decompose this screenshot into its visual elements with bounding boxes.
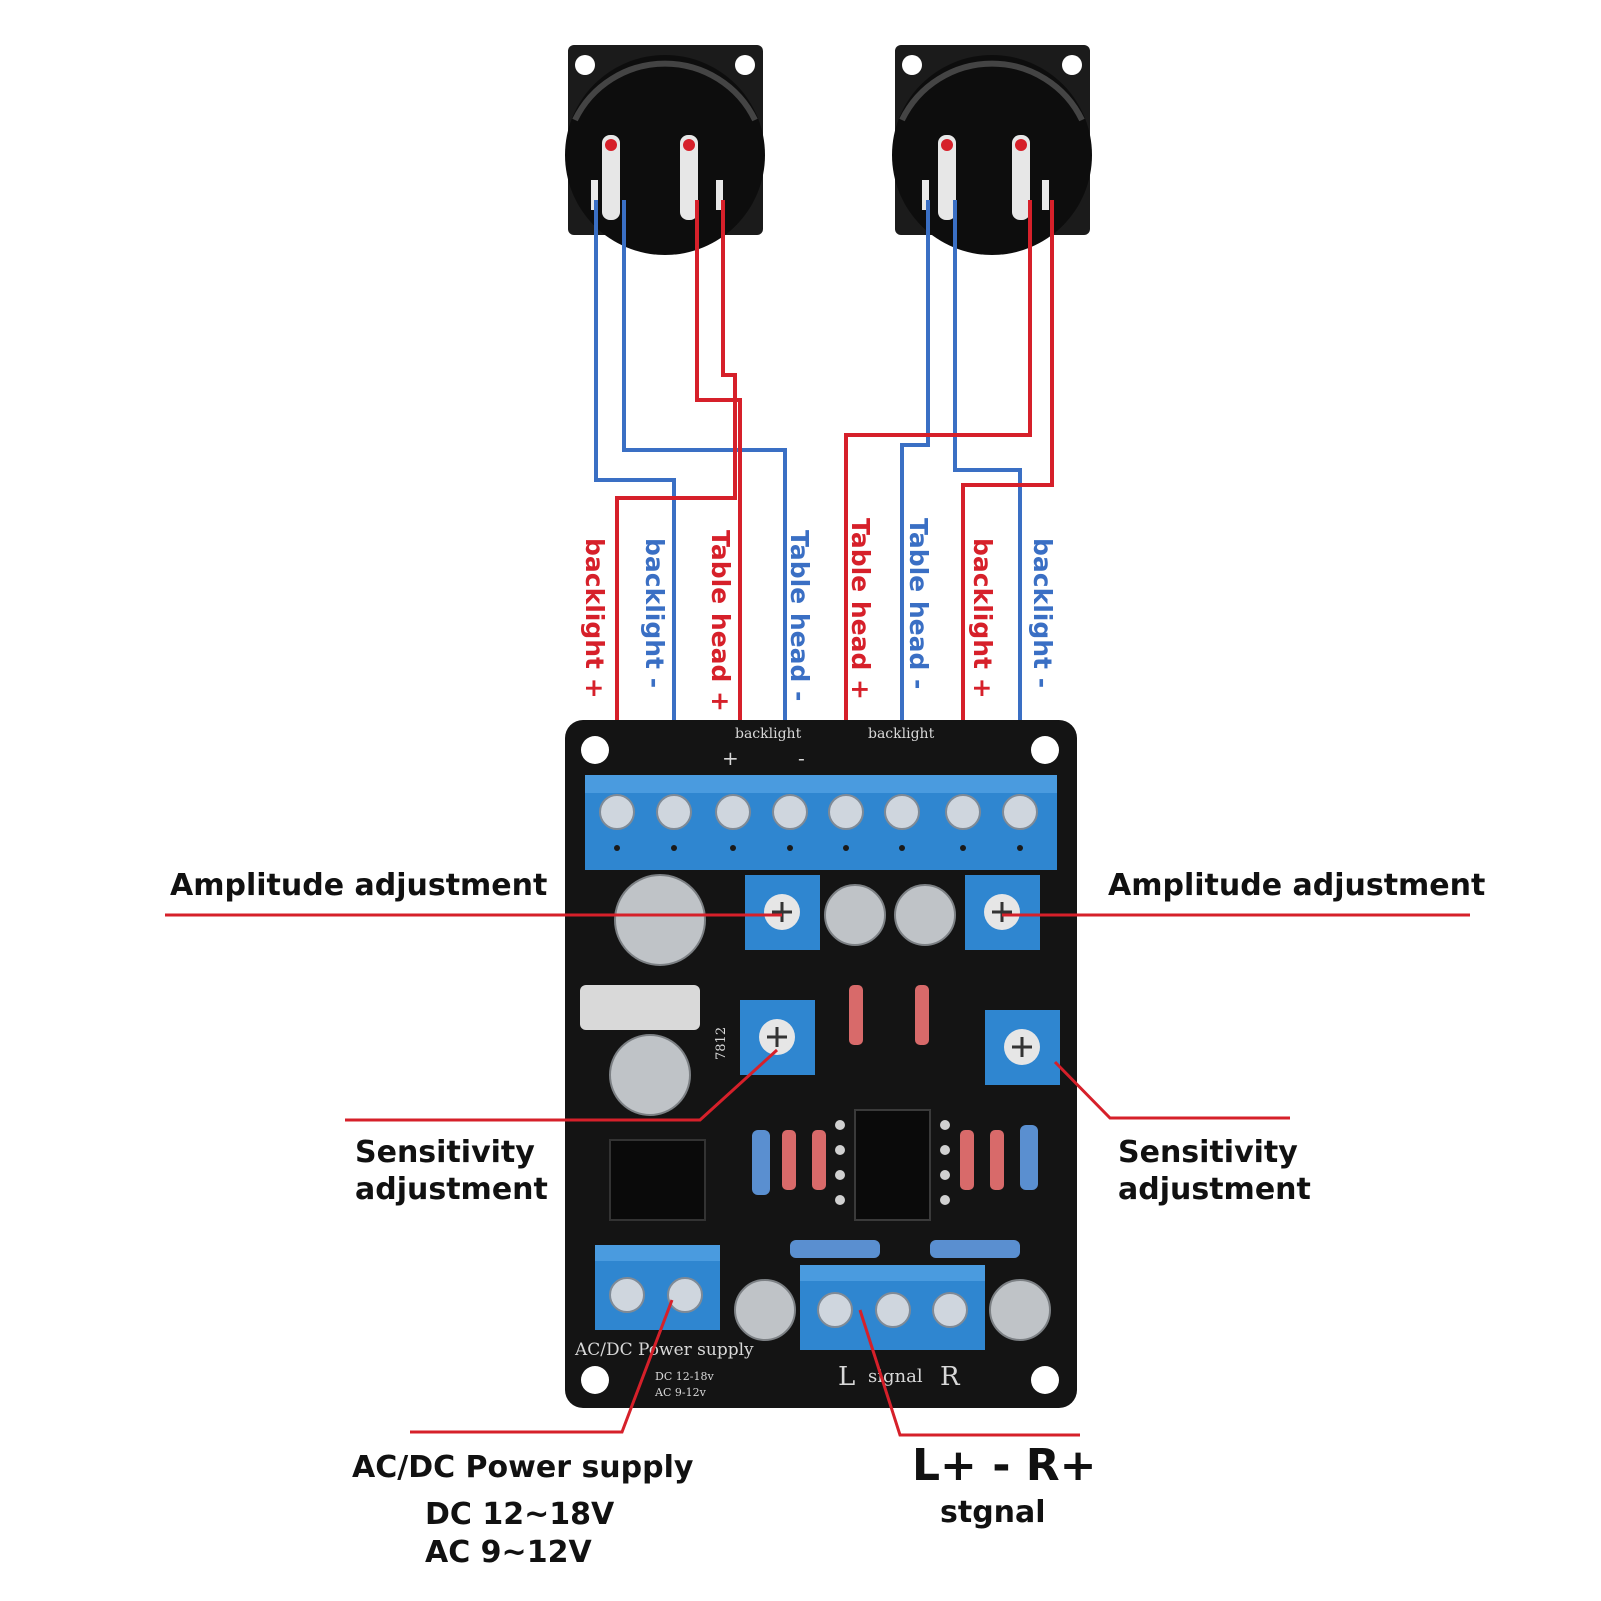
silk-7812: 7812 xyxy=(714,1027,729,1060)
wire-backlight-minus-left xyxy=(594,200,676,790)
bridge-rectifier xyxy=(609,1139,706,1221)
trimmer-sensitivity-right xyxy=(985,1010,1060,1085)
callout-line-sens-left xyxy=(345,1048,779,1122)
label-power-ac: AC 9~12V xyxy=(425,1535,592,1570)
wire-backlight-plus-left xyxy=(615,200,737,790)
wire-label-table-head-plus-right: Table head + xyxy=(846,518,875,700)
wire-table-head-plus-left xyxy=(695,200,742,790)
callout-lines xyxy=(165,913,1470,1437)
silk-R: R xyxy=(940,1362,961,1392)
power-terminal-block xyxy=(595,1245,720,1330)
label-power-supply: AC/DC Power supply xyxy=(352,1450,694,1485)
label-sensitivity-right-line2: adjustment xyxy=(1118,1172,1311,1207)
pcb-board: backlight backlight + - xyxy=(565,720,1077,1408)
wire-backlight-plus-right xyxy=(961,200,1054,790)
label-signal-word: stgnal xyxy=(940,1495,1046,1530)
trimmer-amplitude-right xyxy=(965,875,1040,950)
silk-power-supply: AC/DC Power supply xyxy=(574,1340,754,1360)
silk-plus: + xyxy=(722,746,739,770)
wire-label-backlight-minus-left: backlight - xyxy=(640,538,669,689)
vu-meter-left xyxy=(565,45,765,255)
label-signal-pins: L+ - R+ xyxy=(912,1440,1097,1491)
label-power-dc: DC 12~18V xyxy=(425,1497,615,1532)
label-sensitivity-left-line1: Sensitivity xyxy=(355,1135,535,1170)
silk-dc: DC 12-18v xyxy=(655,1370,714,1383)
resistors xyxy=(752,985,1038,1258)
op-amp-ic xyxy=(854,1109,931,1221)
terminal-screws xyxy=(599,794,1038,830)
wire-label-backlight-plus-right: backlight + xyxy=(968,538,997,699)
voltage-regulator xyxy=(580,985,700,1030)
silk-backlight-right: backlight xyxy=(868,726,935,742)
wire-label-table-head-minus-right: Table head - xyxy=(904,518,933,690)
wire-label-backlight-plus-left: backlight + xyxy=(580,538,609,699)
wire-label-backlight-minus-right: backlight - xyxy=(1028,538,1057,689)
vu-meter-right xyxy=(892,45,1092,255)
silk-minus: - xyxy=(798,746,805,770)
signal-terminal-block xyxy=(800,1265,985,1350)
callout-line-sens-right xyxy=(1053,1060,1290,1120)
trimmer-amplitude-left xyxy=(745,875,820,950)
wire-table-head-plus-right xyxy=(844,200,1032,790)
trimmer-sensitivity-left xyxy=(740,1000,815,1075)
wire-backlight-minus-right xyxy=(953,200,1022,790)
wire-table-head-minus-left xyxy=(622,200,787,790)
wiring xyxy=(594,200,1054,790)
capacitors xyxy=(609,874,1051,1341)
silk-L: L xyxy=(838,1362,855,1392)
label-sensitivity-right-line1: Sensitivity xyxy=(1118,1135,1298,1170)
wire-label-table-head-minus-left: Table head - xyxy=(785,530,814,702)
silk-backlight-left: backlight xyxy=(735,726,802,742)
callout-line-signal xyxy=(858,1309,1080,1437)
label-sensitivity-left-line2: adjustment xyxy=(355,1172,548,1207)
wire-table-head-minus-right xyxy=(900,200,930,790)
label-amplitude-right: Amplitude adjustment xyxy=(1108,868,1486,903)
silk-ac: AC 9-12v xyxy=(654,1386,707,1399)
label-amplitude-left: Amplitude adjustment xyxy=(170,868,548,903)
silk-signal: signal xyxy=(868,1366,923,1387)
wire-label-table-head-plus-left: Table head + xyxy=(706,530,735,712)
callout-line-power xyxy=(410,1299,674,1434)
